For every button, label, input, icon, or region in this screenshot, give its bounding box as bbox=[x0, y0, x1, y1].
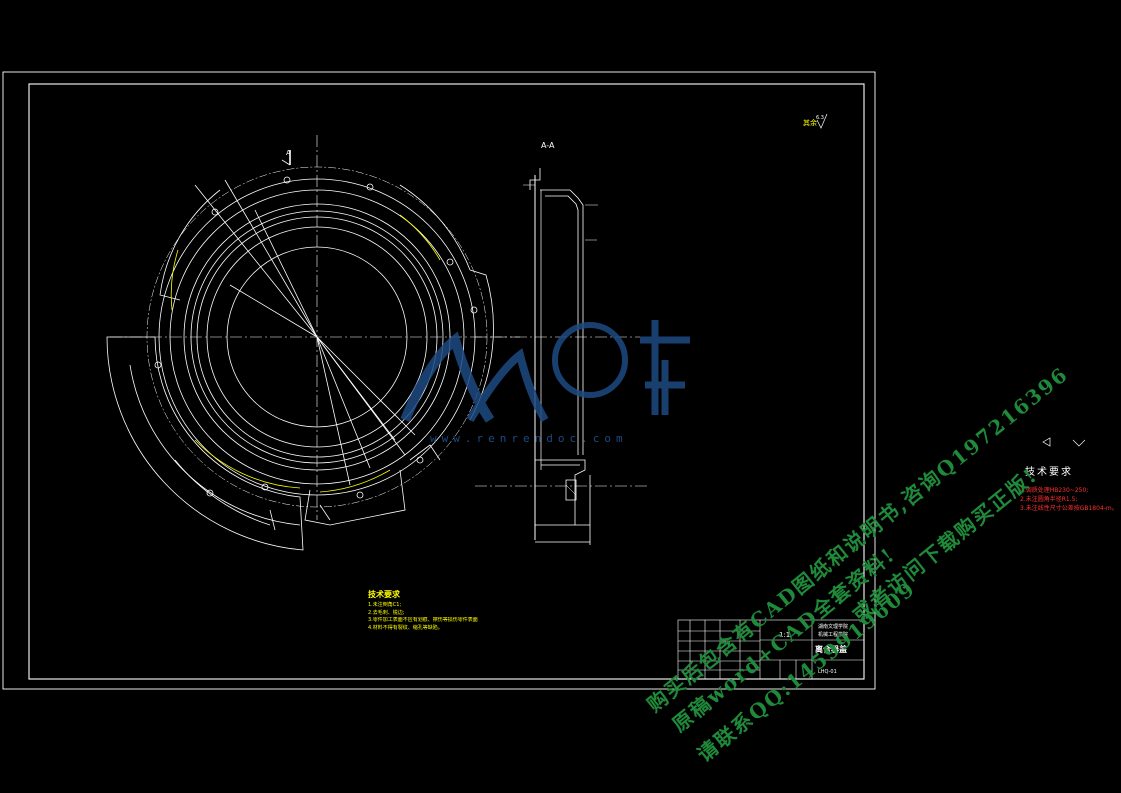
tech-req-left-item: 4.材料不得有裂纹、缩孔等缺陷。 bbox=[368, 624, 443, 631]
section-view bbox=[475, 168, 650, 545]
tech-req-left-title: 技术要求 bbox=[368, 590, 400, 599]
logo-icon bbox=[400, 320, 690, 423]
outer-frame bbox=[2, 71, 876, 690]
tech-req-right-item: 3.未注线性尺寸公差按GB1804-m。 bbox=[1020, 505, 1118, 512]
tech-req-left-item: 2.去毛刺、锐边; bbox=[368, 609, 405, 616]
title-drawing-no: LHQ-01 bbox=[818, 669, 837, 675]
tech-req-left-item: 1.未注倒角C1; bbox=[368, 602, 402, 608]
title-block bbox=[677, 619, 865, 680]
tech-req-right-title: 技术要求 bbox=[1025, 467, 1073, 478]
title-part-name: 离合器盖 bbox=[815, 644, 847, 654]
symbol-right-icon bbox=[1072, 439, 1086, 447]
logo-url: www.renrendoc.com bbox=[430, 432, 628, 445]
tech-req-left-list: 1.未注倒角C1; 2.去毛刺、锐边; 3.零件加工表面不应有划痕、擦伤等损伤零… bbox=[368, 602, 478, 632]
roughness-note: 其余 bbox=[803, 118, 817, 127]
section-label: A-A bbox=[541, 141, 555, 150]
tech-req-right-list: 1.调质处理HB230~250; 2.未注圆角半径R1.5; 3.未注线性尺寸公… bbox=[1020, 486, 1118, 513]
inner-frame bbox=[28, 83, 865, 680]
cut-marker: A bbox=[286, 149, 291, 157]
title-school-1: 湖南文理学院 bbox=[818, 623, 848, 630]
front-view bbox=[106, 135, 520, 551]
roughness-symbol bbox=[816, 113, 828, 129]
tech-req-left-item: 3.零件加工表面不应有划痕、擦伤等损伤零件表面的缺陷; bbox=[368, 617, 478, 623]
title-scale: 1:1 bbox=[779, 631, 790, 639]
tech-req-right-item: 2.未注圆角半径R1.5; bbox=[1020, 496, 1078, 503]
tech-req-right-item: 1.调质处理HB230~250; bbox=[1020, 487, 1089, 494]
title-school-2: 机械工程学院 bbox=[818, 631, 848, 638]
symbol-left-icon bbox=[1042, 437, 1051, 447]
roughness-value: 6.3 bbox=[816, 115, 824, 121]
